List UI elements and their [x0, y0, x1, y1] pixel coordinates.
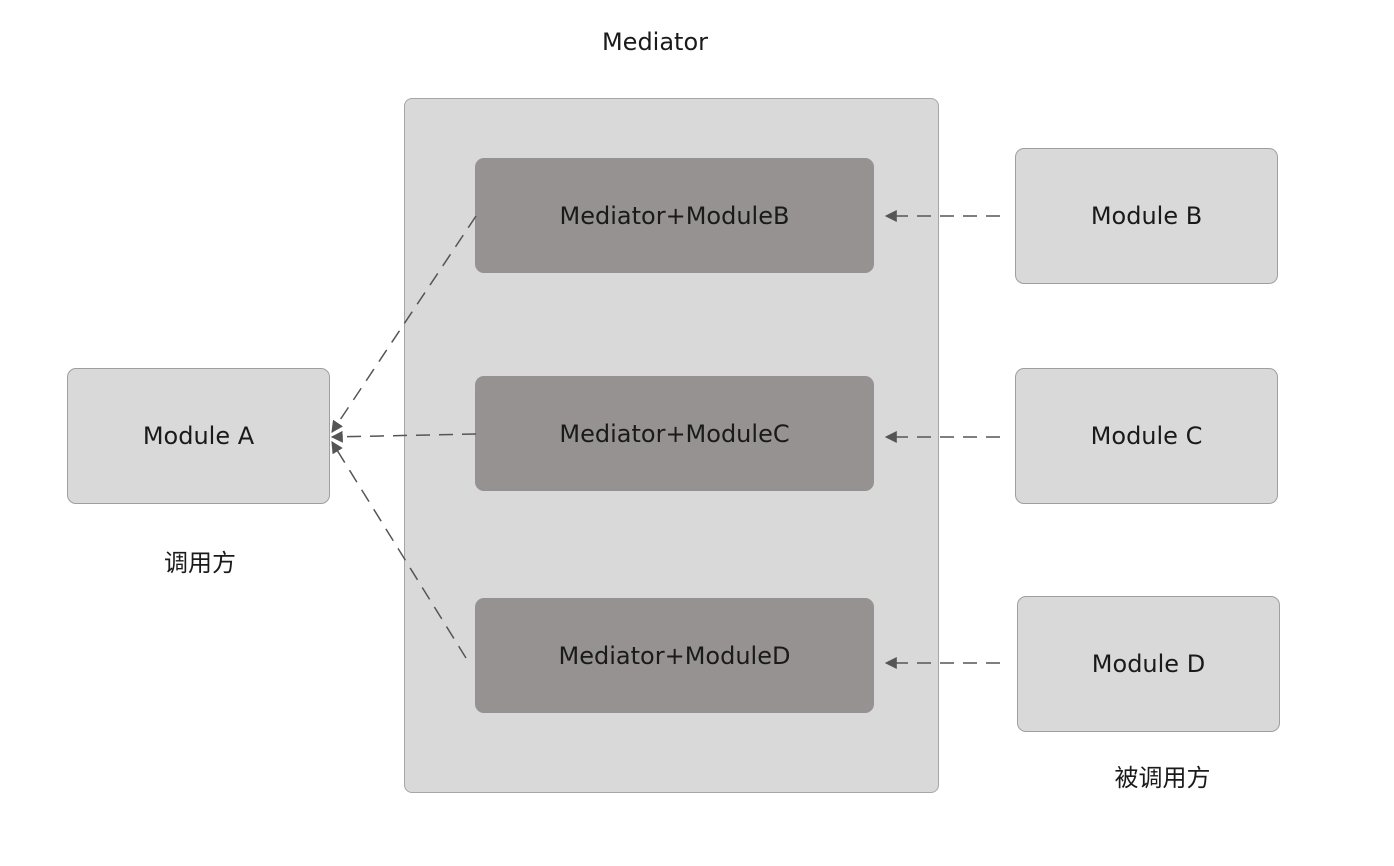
module-c-label: Module C — [1090, 422, 1203, 450]
mediator-module-b-box: Mediator+ModuleB — [475, 158, 874, 273]
mediator-module-c-box: Mediator+ModuleC — [475, 376, 874, 491]
module-d-label: Module D — [1091, 650, 1206, 678]
module-a-label: Module A — [142, 422, 255, 450]
module-b-box: Module B — [1015, 148, 1278, 284]
module-d-box: Module D — [1017, 596, 1280, 732]
module-b-label: Module B — [1090, 202, 1203, 230]
module-a-box: Module A — [67, 368, 330, 504]
mediator-module-d-box: Mediator+ModuleD — [475, 598, 874, 713]
mediator-title: Mediator — [601, 28, 709, 56]
callee-role-label: 被调用方 — [1114, 764, 1211, 792]
mediator-module-c-label: Mediator+ModuleC — [559, 419, 790, 448]
mediator-module-d-label: Mediator+ModuleD — [558, 641, 791, 670]
mediator-module-b-label: Mediator+ModuleB — [559, 201, 790, 230]
module-c-box: Module C — [1015, 368, 1278, 504]
caller-role-label: 调用方 — [164, 549, 236, 577]
